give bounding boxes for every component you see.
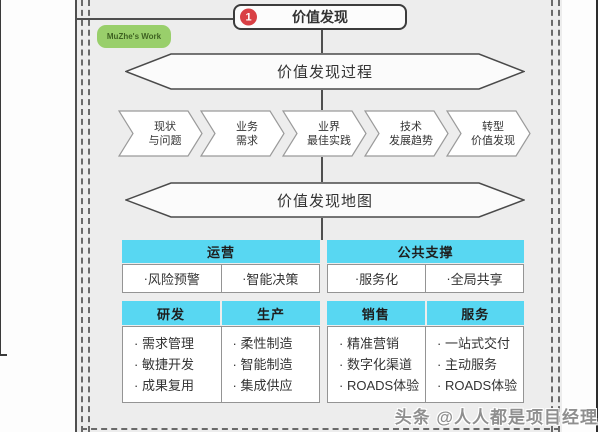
flow-step-4: 技术 发展趋势 <box>364 110 449 157</box>
page-edge-tick <box>0 354 7 356</box>
matrix-header-operations: 运营 <box>122 240 320 263</box>
matrix-header-production: 生产 <box>222 301 320 325</box>
flow-step-2-label: 业务 需求 <box>200 110 285 157</box>
matrix-list-cell-production: 柔性制造 智能制造 集成供应 <box>220 326 320 403</box>
list-item: 集成供应 <box>233 375 320 396</box>
flow-step-1-label: 现状 与问题 <box>118 110 203 157</box>
connector-map-to-table <box>321 218 323 240</box>
matrix-list-cell-rnd: 需求管理 敏捷开发 成果复用 <box>122 326 222 403</box>
author-tag: MuZhe's Work <box>97 25 171 48</box>
title-node-label: 价值发现 <box>292 9 348 25</box>
chevron-shape <box>282 110 367 157</box>
matrix-list-cell-sales: 精准营销 数字化渠道 ROADS体验 <box>327 326 426 403</box>
chevron-shape <box>200 110 285 157</box>
connector-process-to-steps <box>321 90 323 110</box>
list-item: 柔性制造 <box>233 333 320 354</box>
frame-right-dashed-line-2 <box>558 0 560 432</box>
matrix-header-service: 服务 <box>426 301 524 325</box>
matrix-block-operations: 运营 风险预警 智能决策 研发 生产 需求管理 敏捷开发 成果复用 柔性制造 智… <box>122 240 320 403</box>
matrix-gap <box>327 293 524 301</box>
hexagon-value-discovery-process: 价值发现过程 <box>125 53 525 90</box>
flow-step-4-label: 技术 发展趋势 <box>364 110 449 157</box>
flow-step-3: 业界 最佳实践 <box>282 110 367 157</box>
right-margin <box>562 0 600 432</box>
matrix-cell: 智能决策 <box>220 264 320 293</box>
flow-step-line: 业务 <box>236 120 258 133</box>
chevron-shape <box>118 110 203 157</box>
list-item: 需求管理 <box>134 333 221 354</box>
matrix-cell: 全局共享 <box>425 264 524 293</box>
flow-step-line: 价值发现 <box>471 134 515 147</box>
title-node-value-discovery: 1 价值发现 <box>233 4 407 30</box>
matrix-header-shared-support: 公共支撑 <box>327 240 524 263</box>
flow-step-line: 现状 <box>154 120 176 133</box>
author-tag-label: MuZhe's Work <box>106 32 162 41</box>
flow-step-line: 业界 <box>318 120 340 133</box>
flow-step-5-label: 转型 价值发现 <box>446 110 531 157</box>
hexagon-process-label: 价值发现过程 <box>276 64 373 81</box>
flow-step-5: 转型 价值发现 <box>446 110 531 157</box>
flow-step-line: 转型 <box>482 120 504 133</box>
flow-step-2: 业务 需求 <box>200 110 285 157</box>
frame-right-solid-line <box>596 0 598 432</box>
matrix-gap <box>122 293 320 301</box>
matrix-block-shared-support: 公共支撑 服务化 全局共享 销售 服务 精准营销 数字化渠道 ROADS体验 一… <box>327 240 524 403</box>
matrix-header-sales: 销售 <box>327 301 425 325</box>
matrix-list-cell-service: 一站式交付 主动服务 ROADS体验 <box>425 326 524 403</box>
frame-left-dashed-line-1 <box>81 0 83 432</box>
chevron-shape <box>446 110 531 157</box>
hexagon-shape <box>125 182 525 218</box>
list-item: 主动服务 <box>437 354 523 375</box>
flow-step-line: 发展趋势 <box>389 134 433 147</box>
flow-step-line: 需求 <box>236 134 258 147</box>
list-item: 成果复用 <box>134 375 221 396</box>
frame-bottom-dashed-line <box>81 428 560 430</box>
connector-steps-to-map <box>321 157 323 182</box>
connector-left-to-title <box>76 18 233 20</box>
watermark-text: 头条 @人人都是项目经理 <box>394 408 598 427</box>
flow-step-line: 与问题 <box>148 134 182 147</box>
matrix-row: 风险预警 智能决策 <box>122 264 320 293</box>
matrix-subheaders: 研发 生产 <box>122 301 320 325</box>
connector-title-to-process <box>321 30 323 53</box>
list-item: 数字化渠道 <box>339 354 425 375</box>
flow-step-3-label: 业界 最佳实践 <box>282 110 367 157</box>
matrix-row: 精准营销 数字化渠道 ROADS体验 一站式交付 主动服务 ROADS体验 <box>327 326 524 403</box>
frame-left-dashed-line-2 <box>88 0 90 432</box>
matrix-cell: 服务化 <box>327 264 426 293</box>
matrix-header-rnd: 研发 <box>122 301 220 325</box>
left-margin <box>0 0 75 432</box>
hexagon-shape <box>125 53 525 90</box>
list-item: ROADS体验 <box>437 375 523 396</box>
matrix-row: 服务化 全局共享 <box>327 264 524 293</box>
hexagon-value-discovery-map: 价值发现地图 <box>125 182 525 218</box>
list-item: 智能制造 <box>233 354 320 375</box>
frame-right-dashed-line-1 <box>551 0 553 432</box>
flow-step-1: 现状 与问题 <box>118 110 203 157</box>
matrix-row: 需求管理 敏捷开发 成果复用 柔性制造 智能制造 集成供应 <box>122 326 320 403</box>
list-item: 精准营销 <box>339 333 425 354</box>
list-item: 敏捷开发 <box>134 354 221 375</box>
frame-left-solid-line <box>75 0 77 432</box>
hexagon-map-label: 价值发现地图 <box>276 192 373 210</box>
flow-step-line: 最佳实践 <box>307 134 351 147</box>
step-number-badge: 1 <box>240 8 257 26</box>
matrix-cell: 风险预警 <box>122 264 222 293</box>
matrix-subheaders: 销售 服务 <box>327 301 524 325</box>
list-item: 一站式交付 <box>437 333 523 354</box>
flow-step-line: 技术 <box>400 120 422 133</box>
chevron-shape <box>364 110 449 157</box>
list-item: ROADS体验 <box>339 375 425 396</box>
page-edge-line <box>0 0 1 354</box>
